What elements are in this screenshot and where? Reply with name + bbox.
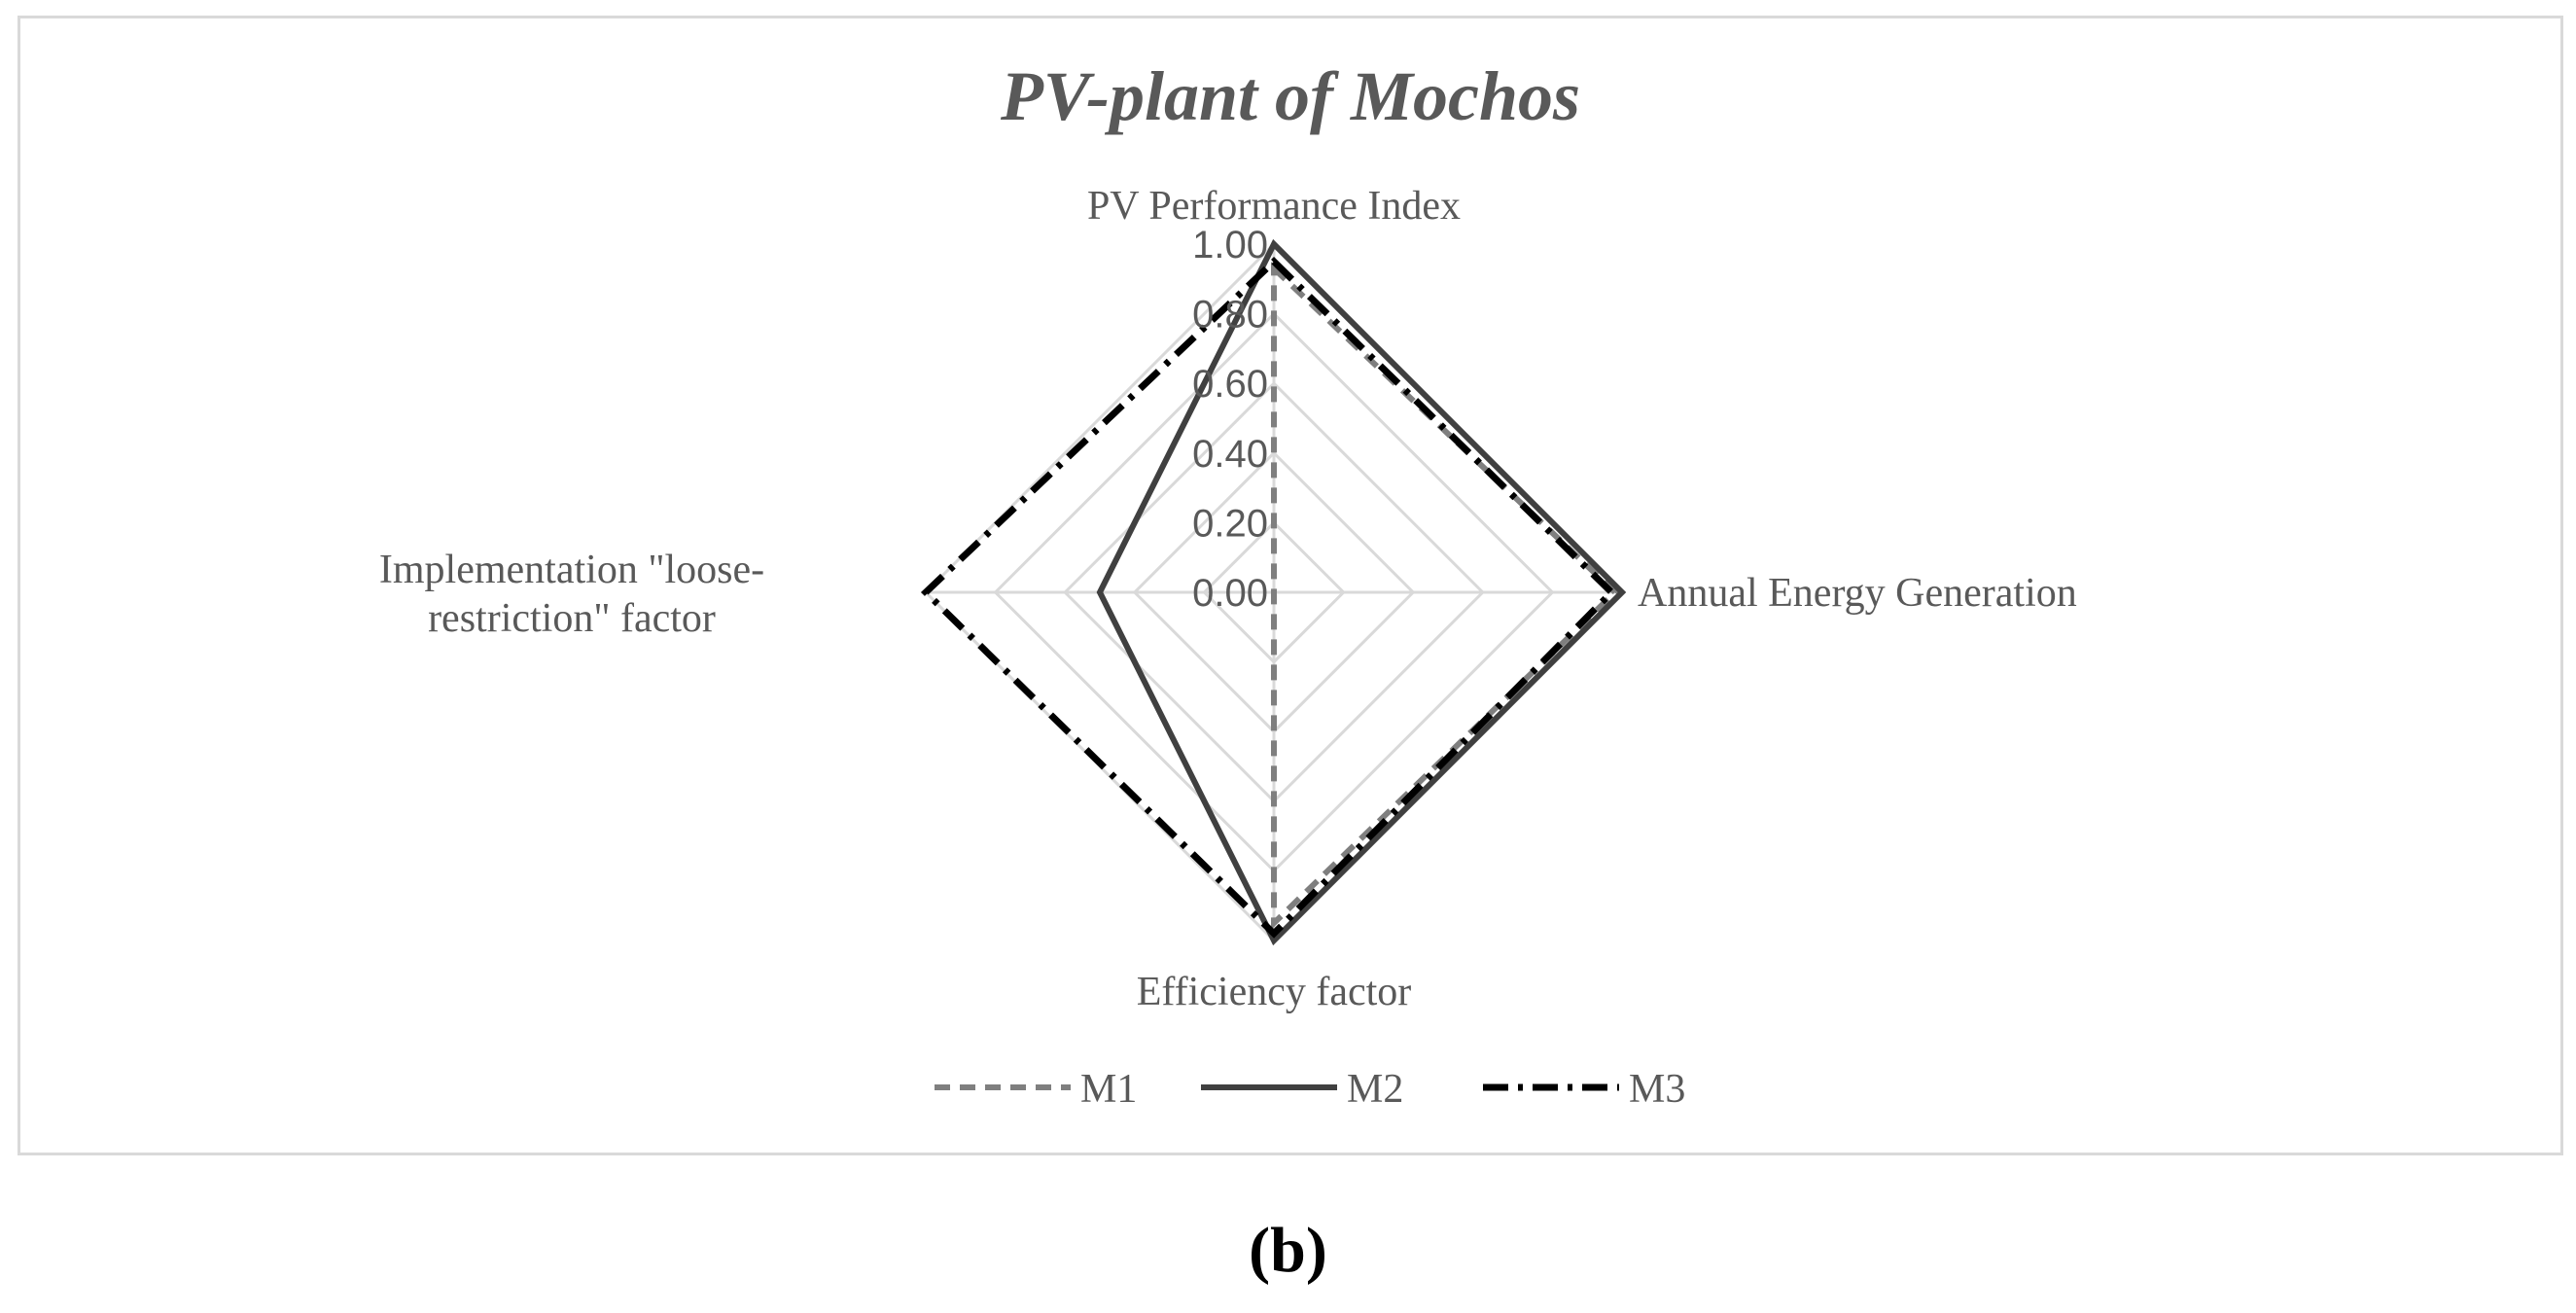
legend-label-m3: M3 bbox=[1629, 1067, 1685, 1112]
series-line-m3 bbox=[920, 257, 1617, 939]
radar-chart: PV-plant of Mochos PV Performance IndexA… bbox=[379, 57, 2077, 1112]
legend-label-m2: M2 bbox=[1347, 1067, 1403, 1112]
panel-label: (b) bbox=[1249, 1215, 1327, 1286]
axis-label: Annual Energy Generation bbox=[1638, 571, 2077, 616]
legend-label-m1: M1 bbox=[1080, 1067, 1137, 1112]
tick-label: 0.20 bbox=[1192, 502, 1268, 545]
tick-label: 0.40 bbox=[1192, 433, 1268, 476]
tick-label: 0.00 bbox=[1192, 572, 1268, 615]
axis-label-line: Annual Energy Generation bbox=[1638, 571, 2077, 616]
axis-label-line: PV Performance Index bbox=[1087, 184, 1461, 229]
tick-label: 1.00 bbox=[1192, 224, 1268, 266]
axis-label-line: restriction" factor bbox=[428, 596, 716, 641]
axis-label-line: Implementation "loose- bbox=[379, 548, 764, 592]
tick-label: 0.80 bbox=[1192, 294, 1268, 337]
tick-label: 0.60 bbox=[1192, 363, 1268, 406]
chart-title: PV-plant of Mochos bbox=[1000, 57, 1580, 135]
axis-label: Implementation "loose-restriction" facto… bbox=[379, 548, 764, 641]
axis-label: PV Performance Index bbox=[1087, 184, 1461, 229]
axis-label: Efficiency factor bbox=[1137, 970, 1412, 1014]
axis-label-line: Efficiency factor bbox=[1137, 970, 1412, 1014]
series-line-m2 bbox=[1096, 238, 1627, 946]
